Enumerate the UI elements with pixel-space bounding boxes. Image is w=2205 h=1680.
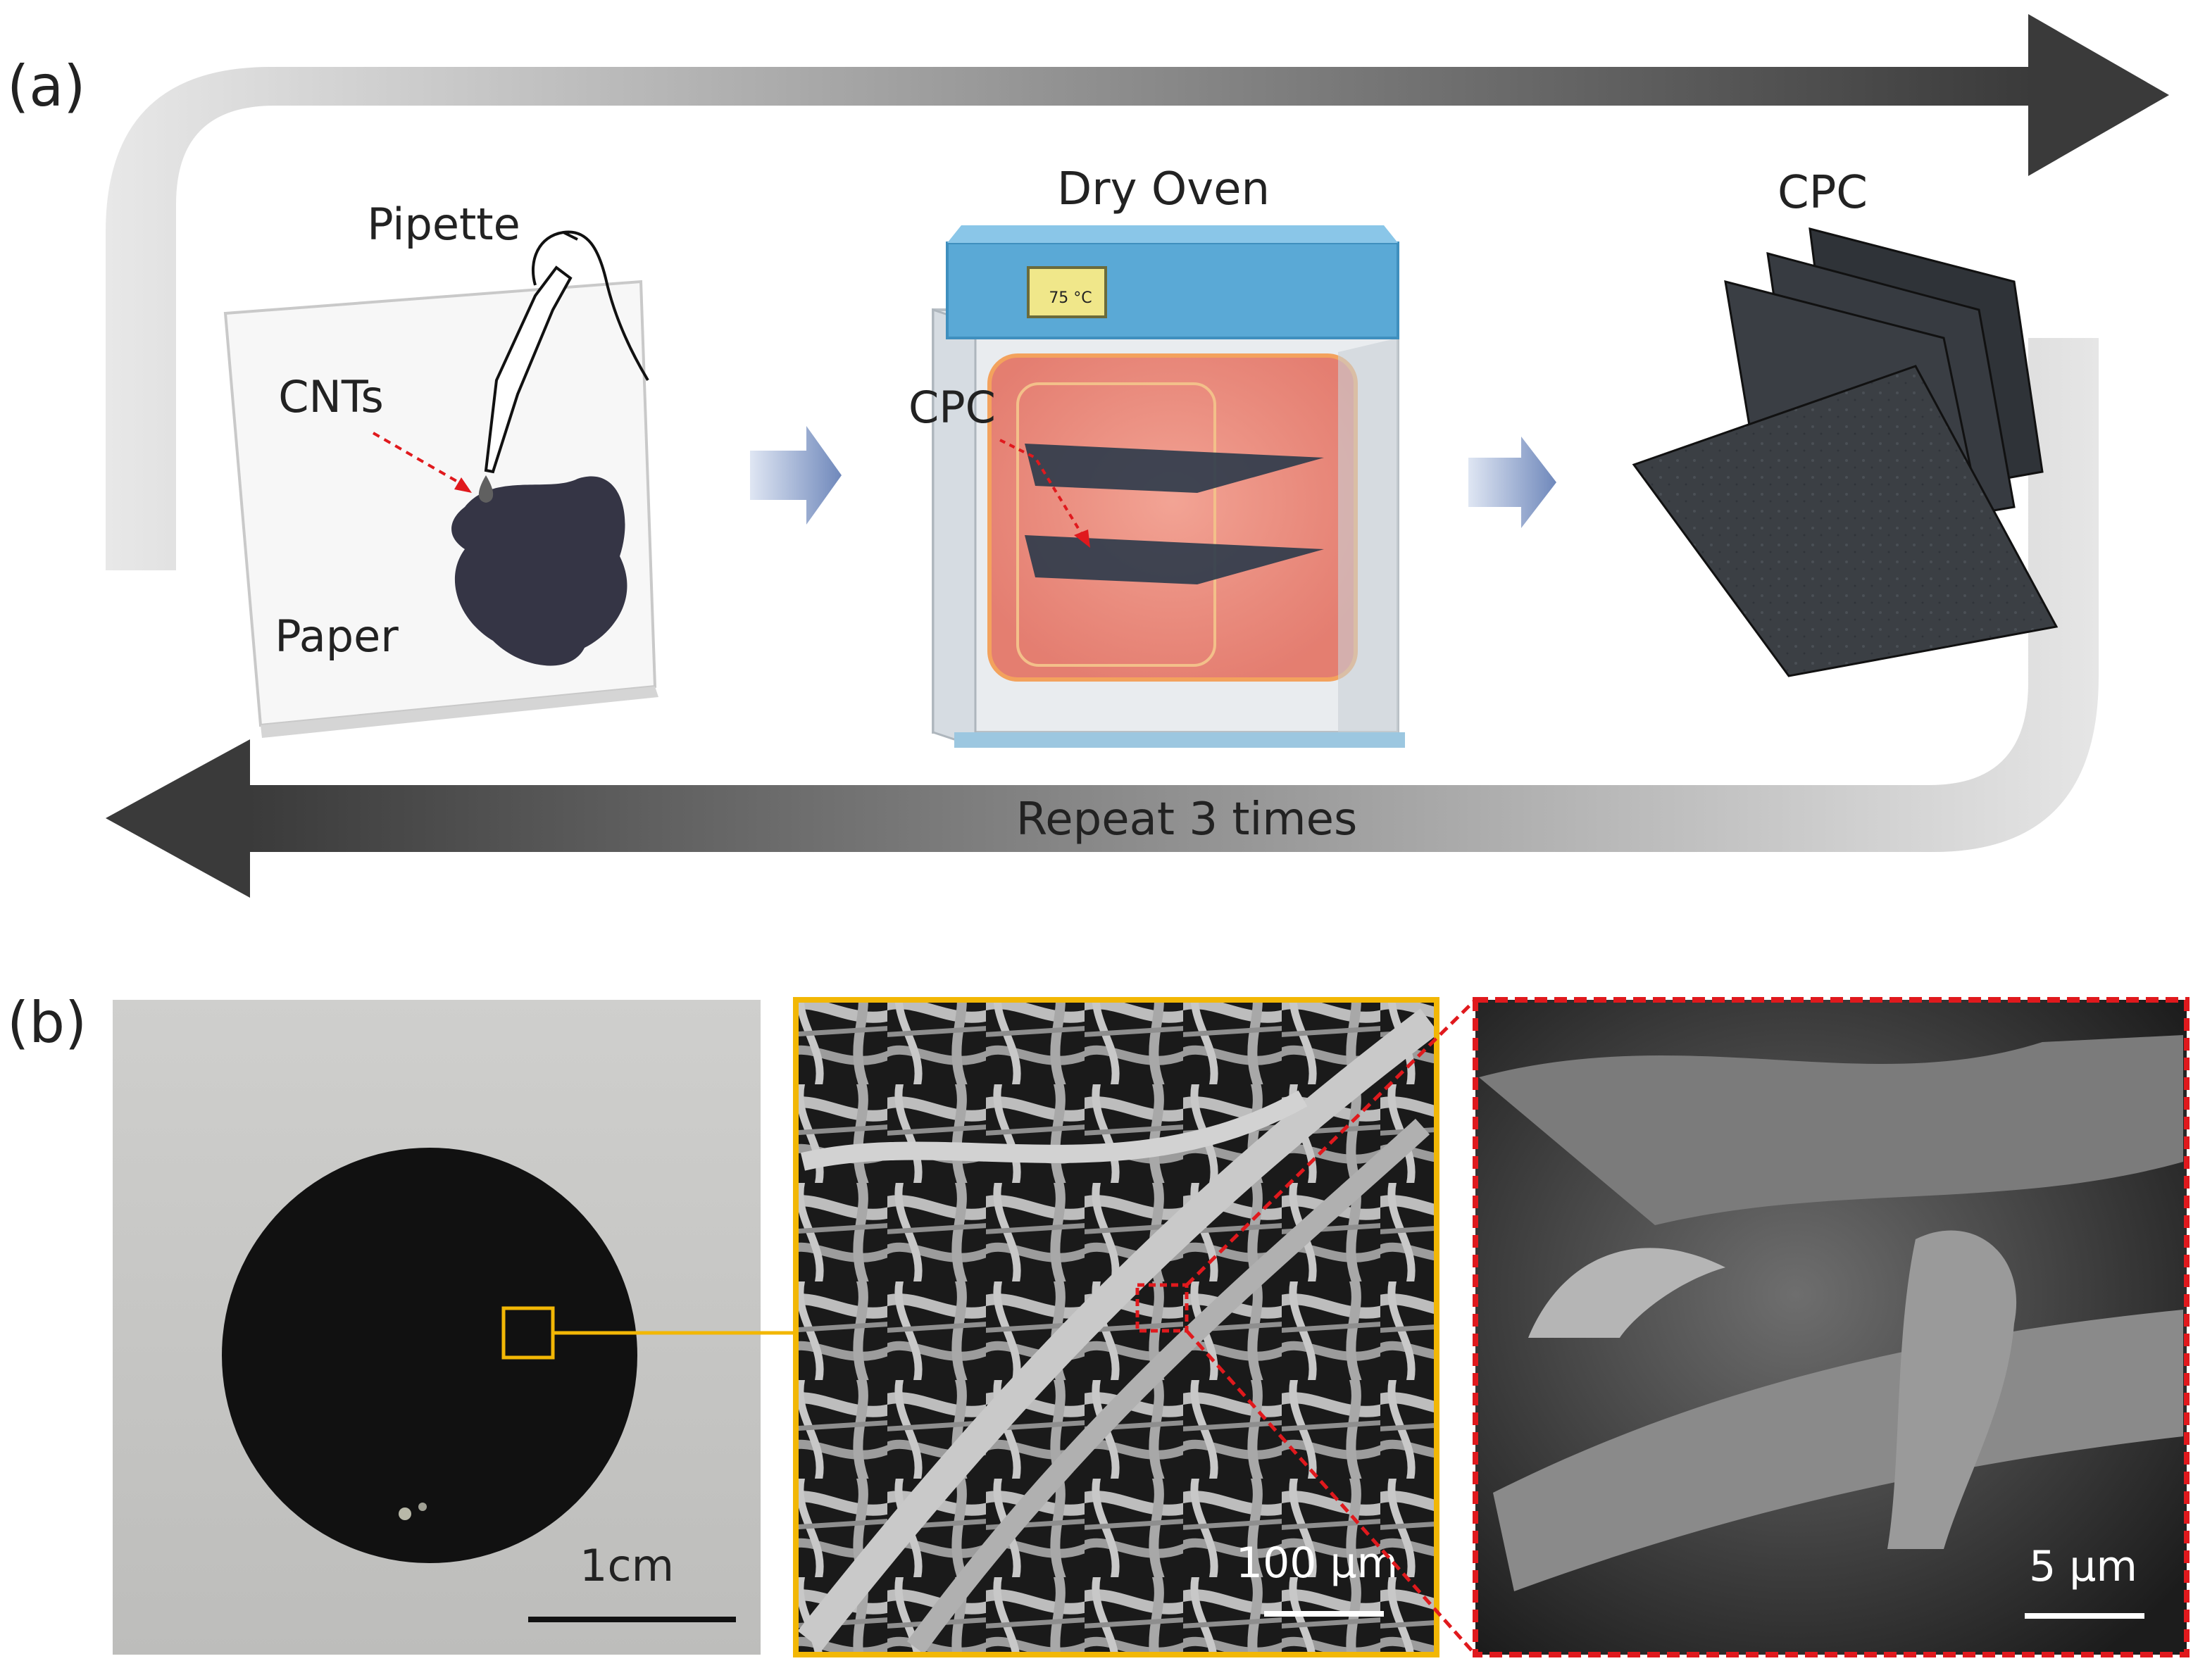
loop-arrow-bottom: [246, 338, 2099, 852]
step1-paper-group: [223, 230, 658, 738]
oven-display: [1027, 266, 1107, 318]
red-connector-bottom: [1185, 1329, 1477, 1656]
cnt-stain: [451, 476, 627, 666]
paper-label: Paper: [275, 610, 399, 662]
oven-top: [946, 242, 1399, 339]
dry-oven-icon: [932, 225, 1405, 748]
paper-shadow: [261, 687, 658, 738]
sem-low-mag: [793, 997, 1439, 1657]
cpc-disc: [222, 1148, 637, 1563]
photo-scale-label: 1cm: [580, 1540, 674, 1591]
sample-pointer-arrow: [999, 439, 1086, 540]
red-connector-top: [1185, 998, 1477, 1286]
panel-a-label: (a): [7, 54, 85, 119]
cnt-pointer-arrow: [373, 432, 466, 487]
loop-arrow-top-head: [2028, 14, 2169, 176]
step-arrow-1: [750, 426, 842, 525]
cnts-label: CNTs: [278, 371, 384, 422]
sem-inset-box: [1135, 1283, 1189, 1333]
dry-oven-label: Dry Oven: [1057, 163, 1270, 215]
oven-cpc-label: CPC: [908, 382, 996, 433]
repeat-label: Repeat 3 times: [1016, 794, 1358, 846]
sem-high-scale-label: 5 µm: [2029, 1542, 2137, 1591]
cpc-label: CPC: [1778, 167, 1868, 219]
sem-low-scale-label: 100 µm: [1236, 1538, 1398, 1588]
cpc-sheets-stack: [1632, 227, 2059, 677]
panel-b-label: (b): [7, 990, 87, 1055]
sem-high-mag: [1473, 997, 2190, 1657]
pipette-label: Pipette: [367, 199, 520, 250]
sample-pointer-head: [1074, 529, 1090, 548]
cnt-drop: [478, 475, 494, 503]
step-arrow-2: [1468, 437, 1556, 528]
hand-icon: [531, 230, 649, 382]
cpc-photo: [113, 1000, 761, 1655]
oven-temp-readout: 75 °C: [1049, 289, 1092, 307]
loop-arrow-bottom-head: [106, 739, 250, 898]
pipette-icon: [484, 265, 573, 474]
cnt-pointer-head: [454, 477, 472, 493]
